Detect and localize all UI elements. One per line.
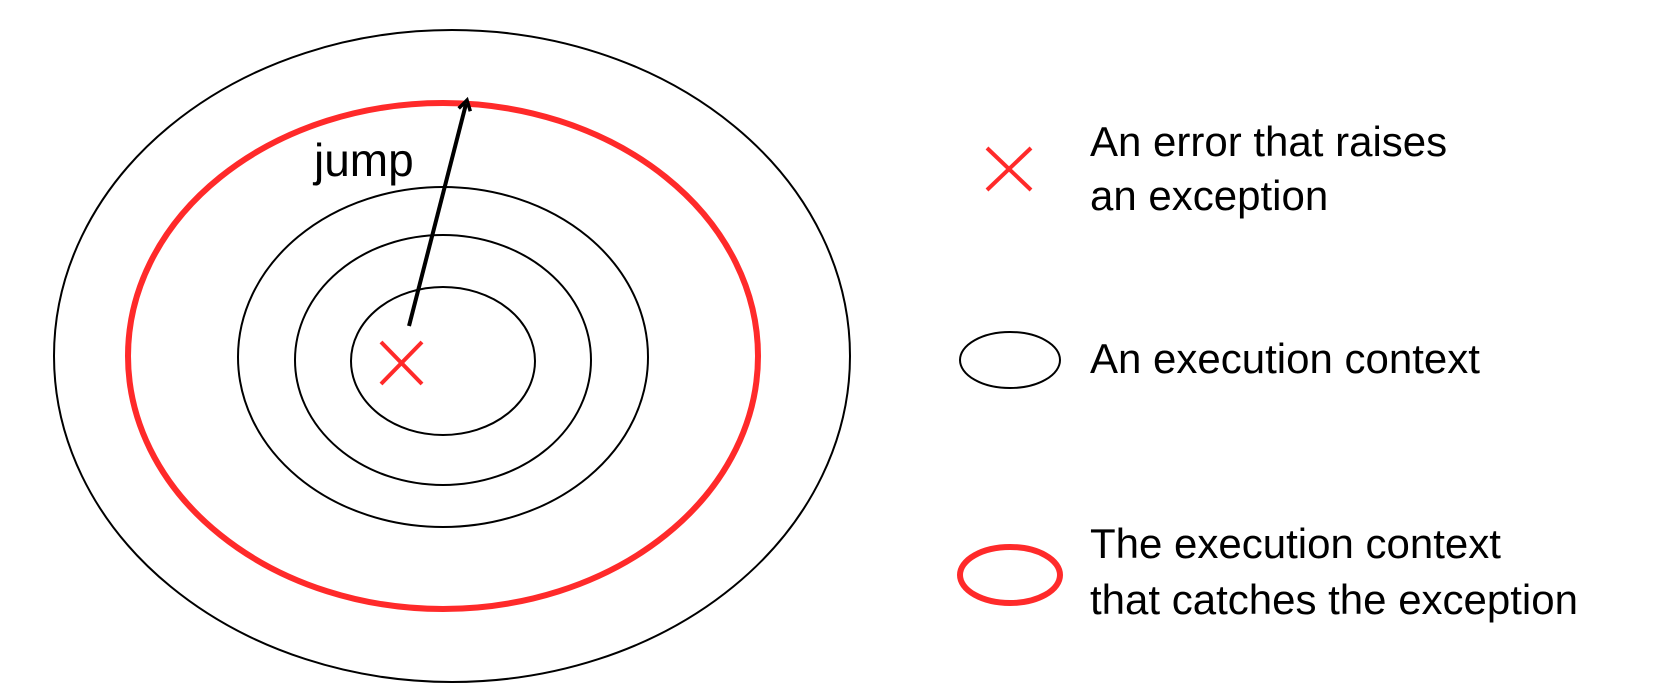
execution-context-level-2 [294, 234, 592, 486]
catching-execution-context [125, 100, 761, 612]
outermost-execution-context [53, 29, 851, 683]
legend-item-execution-context: An execution context [959, 331, 1480, 389]
red-ellipse-icon [957, 544, 1063, 606]
execution-context-level-3 [237, 186, 649, 528]
error-x-icon [379, 340, 424, 386]
legend: An error that raises an exception An exe… [957, 118, 1578, 623]
red-x-icon [985, 146, 1033, 192]
legend-label-execution-context: An execution context [1090, 335, 1480, 382]
legend-label-catching-line-1: The execution context [1090, 520, 1501, 567]
legend-item-catching-context: The execution context that catches the e… [957, 520, 1578, 623]
jump-arrow [407, 96, 472, 327]
legend-label-catching-line-2: that catches the exception [1090, 576, 1578, 623]
legend-label-error-line-1: An error that raises [1090, 118, 1447, 165]
innermost-execution-context [350, 286, 536, 436]
jump-label: jump [312, 134, 414, 186]
nested-contexts [53, 29, 851, 683]
legend-label-error-line-2: an exception [1090, 172, 1328, 219]
legend-item-error: An error that raises an exception [985, 118, 1447, 219]
black-ellipse-icon [959, 331, 1061, 389]
